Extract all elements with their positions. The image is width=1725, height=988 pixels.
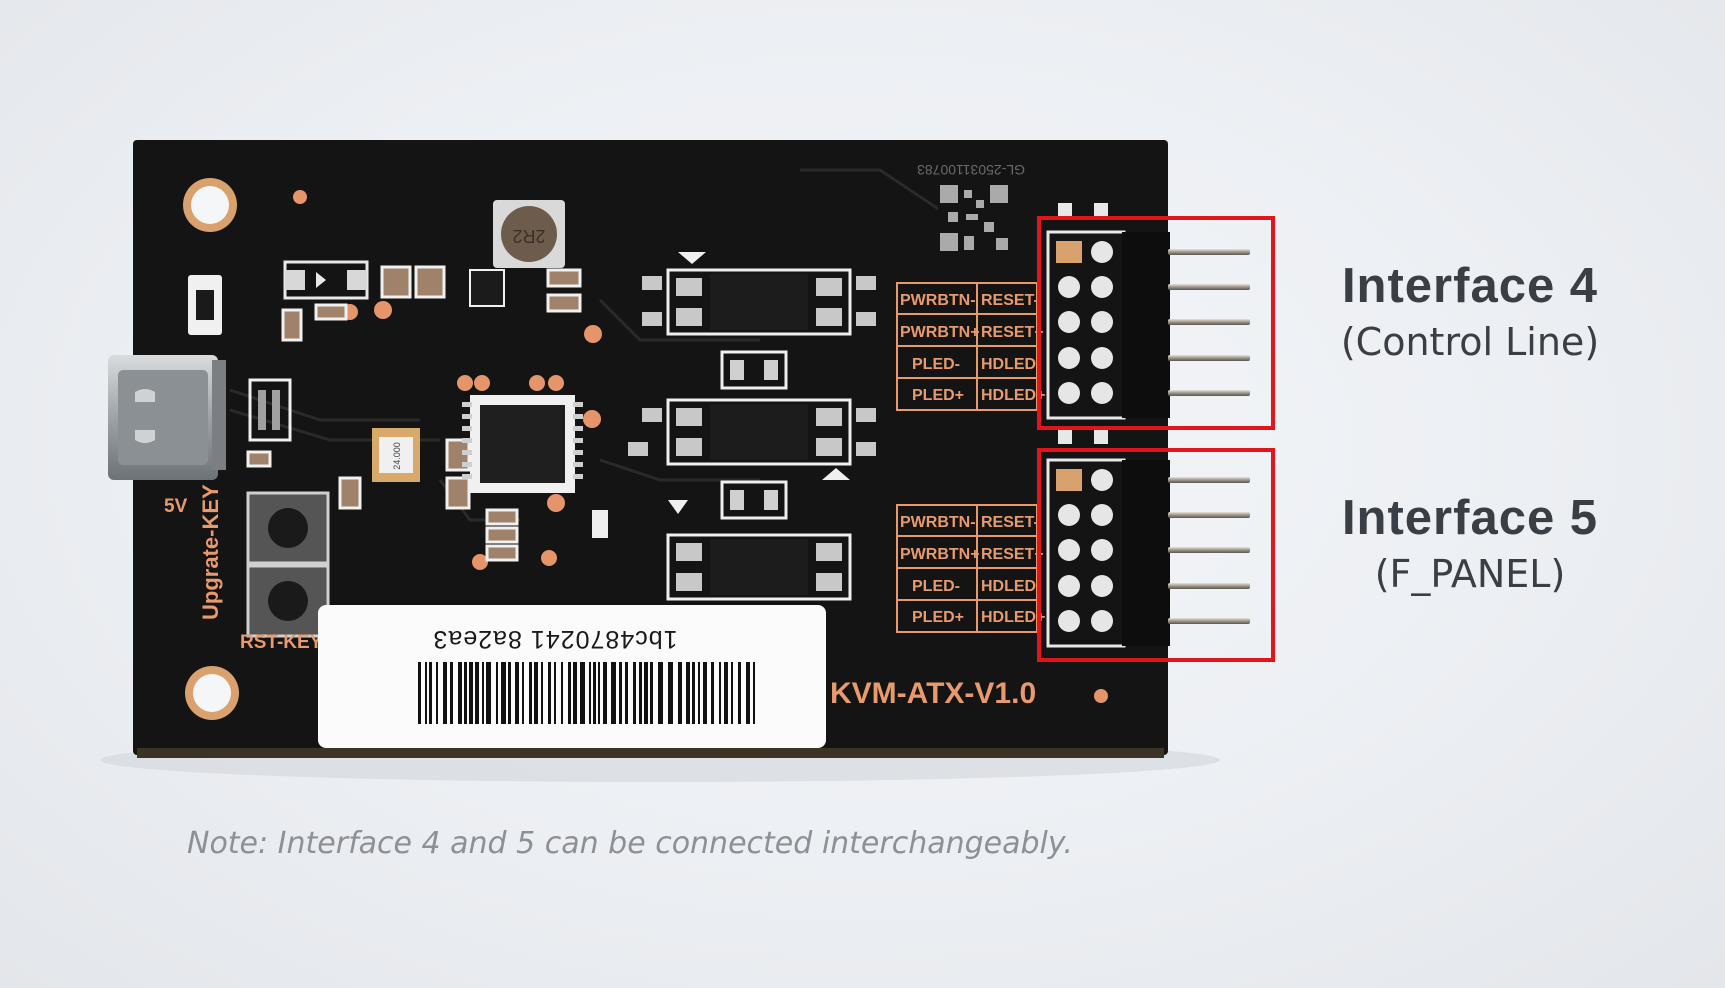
svg-text:HDLED-: HDLED- bbox=[981, 578, 1041, 595]
pin-header-interface-5 bbox=[1046, 458, 1250, 648]
svg-text:PLED+: PLED+ bbox=[912, 387, 964, 404]
svg-text:PLED-: PLED- bbox=[912, 356, 960, 373]
svg-text:PLED-: PLED- bbox=[912, 578, 960, 595]
svg-text:HDLED+: HDLED+ bbox=[981, 387, 1045, 404]
svg-text:PWRBTN-: PWRBTN- bbox=[900, 514, 976, 531]
pin-label-grid-1: PWRBTN- PWRBTN+ PLED- PLED+ RESET- RESET… bbox=[896, 282, 1045, 411]
optocoupler-2 bbox=[666, 398, 852, 480]
pin-label-grid-2: PWRBTN- PWRBTN+ PLED- PLED+ RESET- RESET… bbox=[896, 504, 1045, 633]
svg-text:24.000: 24.000 bbox=[392, 442, 402, 470]
svg-text:PWRBTN-: PWRBTN- bbox=[900, 292, 976, 309]
svg-text:RESET+: RESET+ bbox=[981, 324, 1044, 341]
interface-4-highlight-box bbox=[1037, 216, 1275, 430]
svg-text:RESET+: RESET+ bbox=[981, 546, 1044, 563]
rst-key-button bbox=[246, 564, 330, 638]
crystal-oscillator: 24.000 bbox=[372, 428, 420, 482]
pin-header-interface-4 bbox=[1046, 230, 1250, 420]
optocoupler-3 bbox=[666, 500, 852, 601]
interchangeable-note: Note: Interface 4 and 5 can be connected… bbox=[187, 826, 1073, 861]
sticker-code-text: 1bc4870241 8a2ea3 bbox=[432, 625, 678, 653]
svg-text:RST-KEY: RST-KEY bbox=[240, 632, 323, 653]
interface-5-highlight-box bbox=[1037, 448, 1275, 662]
svg-text:PLED+: PLED+ bbox=[912, 609, 964, 626]
usb-c-port bbox=[108, 355, 226, 480]
inductor: 2R2 bbox=[493, 200, 565, 268]
svg-text:HDLED+: HDLED+ bbox=[981, 609, 1045, 626]
svg-text:Upgrate-KEY: Upgrate-KEY bbox=[198, 484, 223, 620]
svg-text:GL-25031100783: GL-25031100783 bbox=[917, 162, 1025, 178]
upgrade-key-button bbox=[246, 491, 330, 565]
optocoupler-1 bbox=[666, 252, 852, 336]
interface-5-title: Interface 5 bbox=[1341, 491, 1599, 545]
svg-text:PWRBTN+: PWRBTN+ bbox=[900, 546, 980, 563]
main-ic bbox=[462, 395, 583, 493]
svg-text:KVM-ATX-V1.0: KVM-ATX-V1.0 bbox=[830, 677, 1036, 710]
interface-4-title: Interface 4 bbox=[1341, 259, 1599, 313]
qr-code bbox=[938, 183, 1010, 253]
svg-text:RESET-: RESET- bbox=[981, 514, 1039, 531]
interface-5-subtitle: (F_PANEL) bbox=[1374, 552, 1566, 596]
svg-text:2R2: 2R2 bbox=[512, 226, 545, 246]
svg-text:HDLED-: HDLED- bbox=[981, 356, 1041, 373]
barcode-sticker bbox=[318, 605, 826, 748]
svg-text:RESET-: RESET- bbox=[981, 292, 1039, 309]
interface-4-subtitle: (Control Line) bbox=[1340, 320, 1600, 364]
svg-text:5V: 5V bbox=[164, 496, 188, 517]
svg-text:PWRBTN+: PWRBTN+ bbox=[900, 324, 980, 341]
